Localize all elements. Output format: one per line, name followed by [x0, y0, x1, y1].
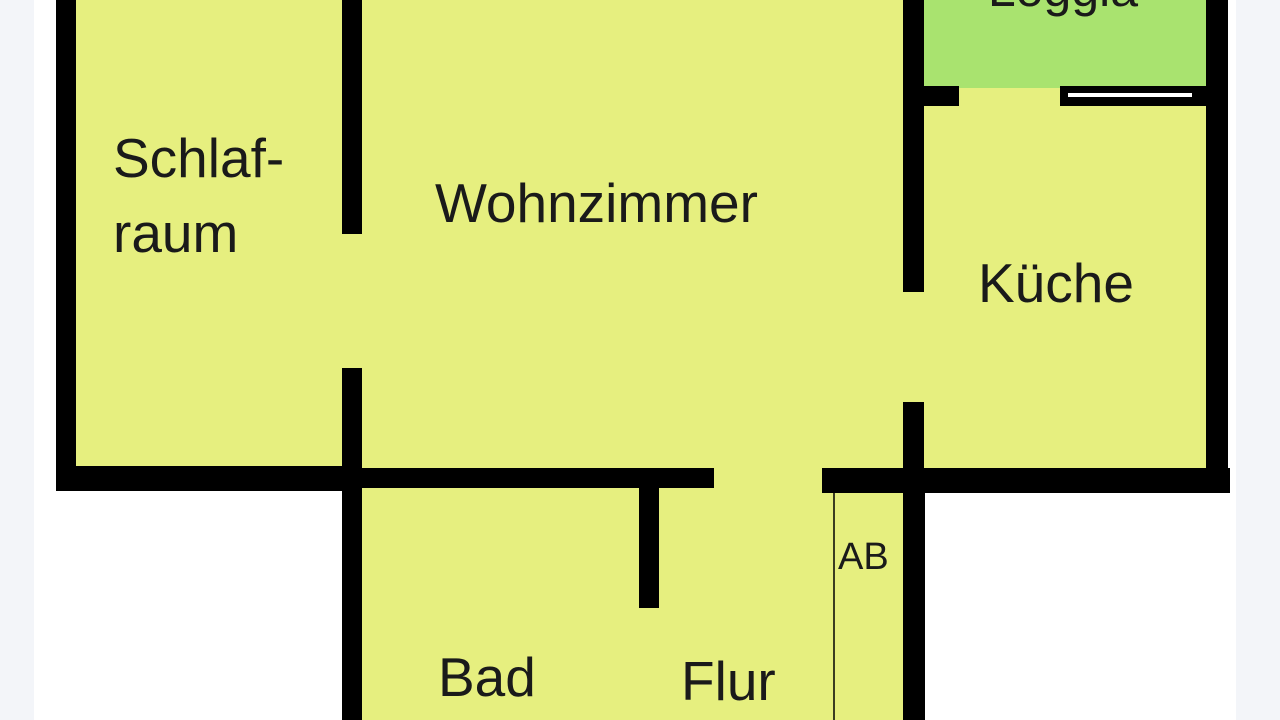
wall-outer-right: [1206, 0, 1228, 493]
wall-schlafraum-lower: [342, 368, 362, 720]
wall-loggia-left: [903, 0, 924, 106]
wall-kueche-lower: [903, 402, 924, 493]
lower-floor-area: [350, 478, 916, 720]
room-label-bad: Bad: [438, 646, 536, 708]
room-label-kueche: Küche: [978, 252, 1134, 314]
room-label-schlafraum-line1: Schlaf-: [113, 127, 284, 189]
wall-outer-left: [56, 0, 76, 491]
wall-bottom-right: [822, 468, 1230, 493]
room-label-ab: AB: [838, 536, 889, 578]
room-label-flur: Flur: [681, 650, 776, 712]
loggia-area: [913, 0, 1216, 88]
wall-bottom-middle: [350, 468, 714, 488]
right-margin-bar: [1236, 0, 1280, 720]
room-label-wohnzimmer: Wohnzimmer: [435, 172, 758, 234]
wall-loggia-stub: [903, 86, 959, 106]
wall-bottom-left: [56, 466, 360, 491]
wall-kueche-upper: [903, 96, 924, 292]
left-margin-bar: [0, 0, 34, 720]
loggia-window-glass: [1068, 93, 1192, 97]
wall-schlafraum-upper: [342, 0, 362, 234]
wall-bad-flur: [639, 478, 659, 608]
room-label-schlafraum-line2: raum: [113, 202, 238, 264]
room-label-loggia: Loggia: [988, 0, 1138, 17]
wall-ab-right: [903, 478, 925, 720]
